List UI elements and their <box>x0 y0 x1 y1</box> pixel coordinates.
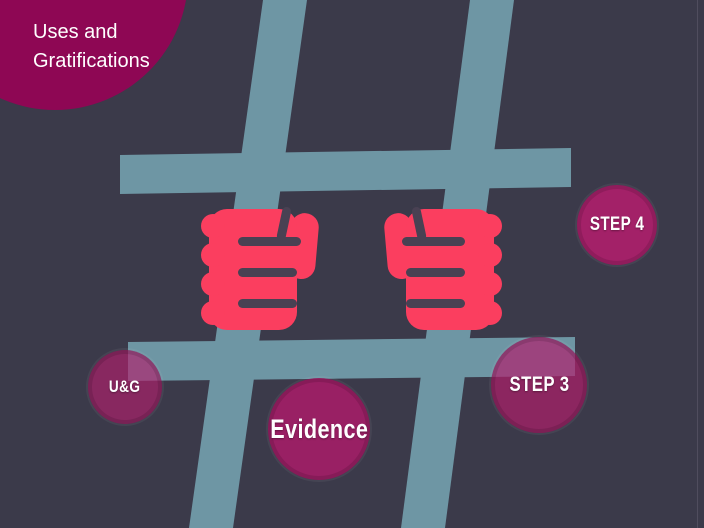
title-line-2: Gratifications <box>33 50 150 72</box>
ug-label: U&G <box>109 377 141 396</box>
step-bubble-step4[interactable]: STEP 4 <box>577 185 657 265</box>
step4-label: STEP 4 <box>589 214 645 235</box>
fist-icon-right <box>384 207 502 330</box>
topic-bubble-title: Uses and Gratifications <box>33 18 150 76</box>
step-bubble-step3[interactable]: STEP 3 <box>491 337 587 433</box>
step-bubble-ug[interactable]: U&G <box>88 350 162 424</box>
title-line-1: Uses and <box>33 21 118 43</box>
canvas-edge-line <box>697 0 698 528</box>
fist-icon-left <box>201 207 319 330</box>
step3-label: STEP 3 <box>508 373 569 396</box>
hashtag-horizontal-bar-bottom <box>128 337 575 381</box>
step-bubble-evidence[interactable]: Evidence <box>268 378 370 480</box>
hashtag-horizontal-bar-top <box>120 148 571 194</box>
evidence-label: Evidence <box>269 413 369 444</box>
